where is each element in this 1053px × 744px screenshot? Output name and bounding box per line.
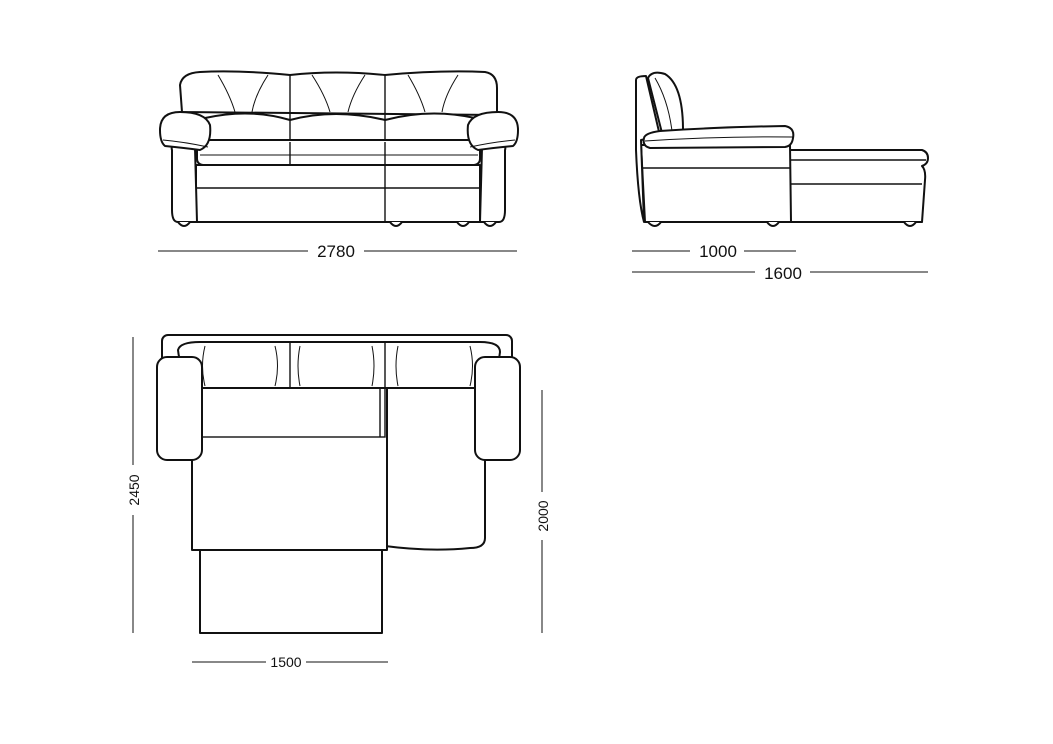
svg-text:2450: 2450	[126, 474, 142, 505]
side-base	[640, 144, 792, 223]
side-chaise	[789, 149, 929, 223]
svg-text:1500: 1500	[270, 654, 301, 670]
svg-text:2000: 2000	[535, 500, 551, 531]
front-left-arm	[170, 142, 198, 223]
front-right-arm	[479, 142, 507, 223]
front-view	[159, 70, 519, 227]
front-backrest	[179, 70, 498, 116]
dim-top-seat-width: 1500	[192, 654, 388, 670]
side-seat-cushion	[642, 125, 795, 149]
top-left-arm	[156, 356, 203, 461]
svg-text:1600: 1600	[764, 264, 802, 283]
dim-front-width: 2780	[158, 242, 517, 261]
svg-text:2780: 2780	[317, 242, 355, 261]
side-view	[635, 71, 929, 227]
front-back-cushions	[204, 112, 476, 146]
top-right-arm	[474, 356, 521, 461]
dim-top-chaise-length: 2000	[535, 390, 551, 633]
top-back-cushions	[177, 341, 501, 389]
svg-text:1000: 1000	[699, 242, 737, 261]
side-feet	[647, 221, 917, 227]
dim-top-total-length: 2450	[126, 337, 142, 633]
top-chaise	[384, 387, 486, 551]
top-seat	[191, 387, 388, 551]
dim-side-depth: 1000	[632, 242, 796, 261]
dim-side-depth-extended: 1600	[632, 264, 928, 283]
front-seat-cushions	[196, 139, 481, 166]
side-backrest	[635, 75, 661, 223]
front-feet	[177, 221, 497, 227]
top-extension	[199, 547, 383, 634]
front-base	[195, 164, 481, 223]
top-view	[156, 334, 521, 634]
